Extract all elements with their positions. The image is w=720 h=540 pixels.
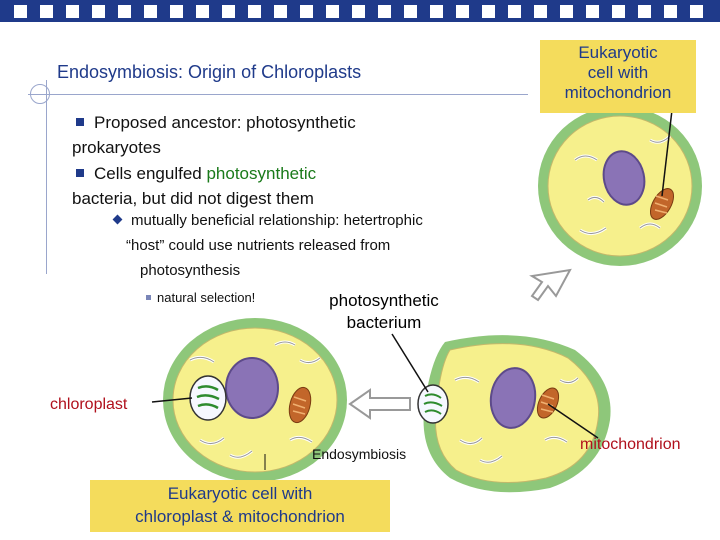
arrow-left-icon [348, 388, 411, 420]
bullet-1: Proposed ancestor: photosynthetic [76, 110, 356, 135]
bottom-cell-label: Eukaryotic cell with chloroplast & mitoc… [90, 480, 390, 532]
bar-square [222, 5, 235, 18]
square-bullet-icon [76, 169, 84, 177]
bar-square [586, 5, 599, 18]
chloroplast-label: chloroplast [50, 396, 128, 413]
sub-bullet-line-2: “host” could use nutrients released from [126, 237, 391, 254]
diamond-bullet-icon [112, 214, 123, 225]
chloroplast-pointer [151, 397, 193, 403]
bottom-cell [163, 318, 347, 482]
top-cell-label-line-1: Eukaryotic [578, 43, 658, 62]
bar-square [508, 5, 521, 18]
bar-square [118, 5, 131, 18]
bar-square [638, 5, 651, 18]
sub-bullet: mutually beneficial relationship: hetert… [112, 210, 423, 232]
mitochondrion-label: mitochondrion [580, 436, 681, 453]
mitochondrion-pointer [547, 403, 599, 439]
bar-square [664, 5, 677, 18]
arrow-down-left-icon [529, 268, 572, 302]
bar-square [326, 5, 339, 18]
bar-square [534, 5, 547, 18]
process-label: Endosymbiosis [312, 446, 407, 462]
bacterium-label: photosynthetic bacterium [314, 290, 454, 334]
bar-square [170, 5, 183, 18]
bar-square [430, 5, 443, 18]
bar-square [560, 5, 573, 18]
top-cell-label: Eukaryotic cell with mitochondrion [540, 40, 696, 113]
bullet-2-line-2: bacteria, but did not digest them [72, 189, 314, 208]
bar-square [248, 5, 261, 18]
bottom-cell-label-line-1: Eukaryotic cell with [167, 484, 313, 503]
bar-square [196, 5, 209, 18]
slide-title: Endosymbiosis: Origin of Chloroplasts [57, 62, 362, 82]
bullet-2: Cells engulfed photosynthetic [76, 161, 316, 186]
bar-square [378, 5, 391, 18]
bacterium-pointer [391, 333, 429, 393]
bar-square [300, 5, 313, 18]
sub-bullet-line-1: mutually beneficial relationship: hetert… [131, 212, 423, 229]
bullet-2-line-1-text: Cells engulfed [94, 164, 207, 183]
bar-square [66, 5, 79, 18]
small-bullet-icon [146, 295, 151, 300]
bar-square [40, 5, 53, 18]
bar-square [92, 5, 105, 18]
bar-square [404, 5, 417, 18]
bottom-cell-label-line-2: chloroplast & mitochondrion [135, 507, 345, 526]
top-cell [538, 106, 702, 266]
bullet-2-highlight: photosynthetic [206, 164, 317, 183]
top-cell-label-line-3: mitochondrion [564, 83, 672, 102]
square-bullet-icon [76, 118, 84, 126]
top-cell-label-line-2: cell with [587, 63, 649, 82]
bar-square [352, 5, 365, 18]
slide-top-bar [0, 0, 720, 22]
bullet-1-line-1: Proposed ancestor: photosynthetic [94, 113, 356, 132]
bar-square [144, 5, 157, 18]
bacterium-label-line-2: bacterium [346, 313, 422, 332]
sub-sub-bullet-text: natural selection! [157, 290, 256, 305]
sub-bullet-line-3: photosynthesis [140, 262, 241, 279]
bar-square [690, 5, 703, 18]
guide-circle [30, 84, 50, 104]
bullet-1-line-2: prokaryotes [72, 138, 161, 157]
sub-sub-bullet: natural selection! [146, 290, 255, 305]
bar-square [612, 5, 625, 18]
top-label-pointer [661, 109, 673, 197]
bar-square [14, 5, 27, 18]
bar-square [274, 5, 287, 18]
title-guide-line [28, 94, 528, 95]
left-guide-line [46, 80, 47, 274]
bar-square [456, 5, 469, 18]
bacterium-label-line-1: photosynthetic [329, 291, 439, 310]
middle-cell [417, 335, 611, 493]
bar-square [482, 5, 495, 18]
